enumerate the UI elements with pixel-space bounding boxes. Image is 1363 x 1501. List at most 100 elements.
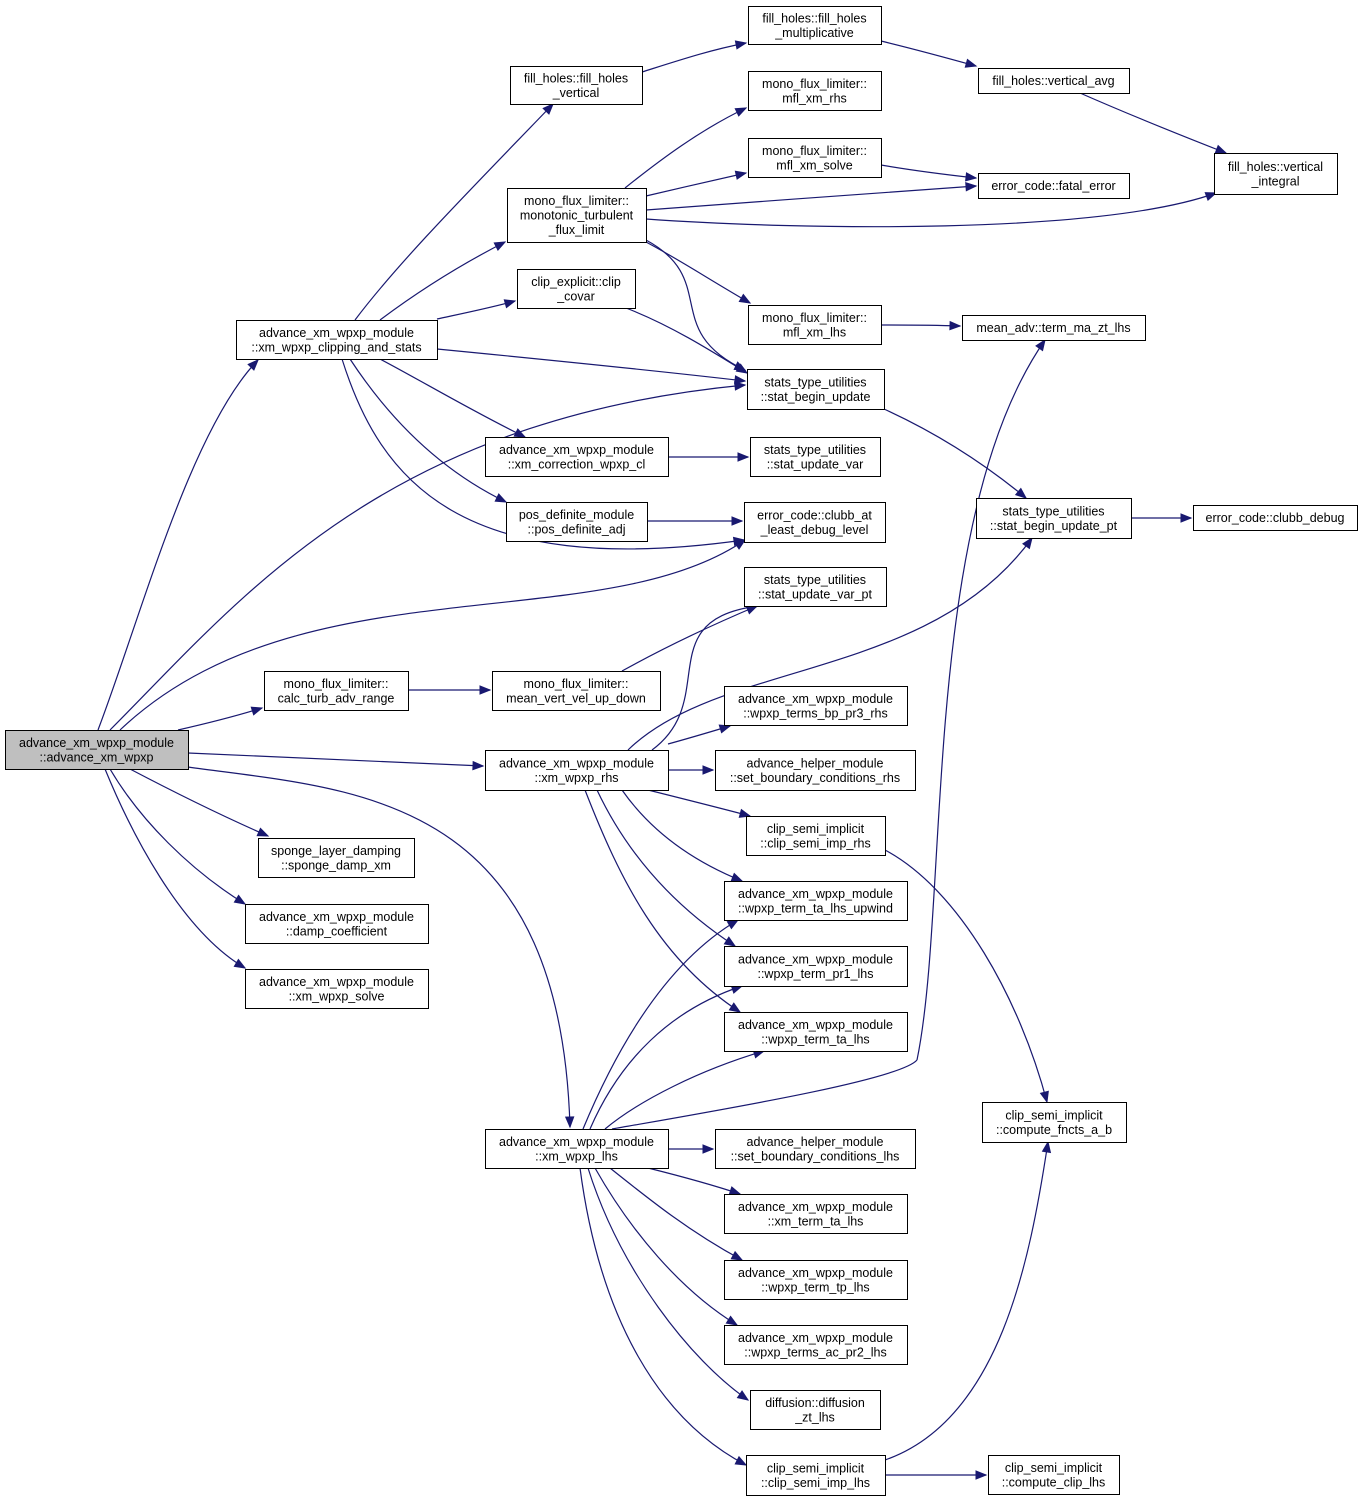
node-label-line: mean_adv::term_ma_zt_lhs — [976, 321, 1130, 335]
node-label-line: mono_flux_limiter:: — [524, 677, 629, 691]
node-label-line: advance_xm_wpxp_module — [738, 887, 893, 901]
node-fh_vertical[interactable]: fill_holes::fill_holes_vertical — [510, 66, 643, 105]
node-label-line: ::wpxp_terms_bp_pr3_rhs — [743, 706, 888, 720]
edge-fh_mult-to-fh_vavg — [880, 40, 978, 68]
node-mfl_xm_rhs[interactable]: mono_flux_limiter::mfl_xm_rhs — [748, 71, 882, 111]
node-label-line: ::stat_begin_update — [761, 390, 871, 404]
node-ac_pr2[interactable]: advance_xm_wpxp_module::wpxp_terms_ac_pr… — [724, 1325, 908, 1365]
node-label-line: _multiplicative — [774, 26, 854, 40]
node-clip_semi_rhs[interactable]: clip_semi_implicit::clip_semi_imp_rhs — [746, 816, 886, 856]
node-sponge[interactable]: sponge_layer_damping::sponge_damp_xm — [258, 838, 415, 878]
arrowhead-icon — [735, 363, 749, 374]
node-mfl_xm_solve[interactable]: mono_flux_limiter::mfl_xm_solve — [748, 138, 882, 178]
edge-clip_stats-to-stat_begin — [436, 348, 747, 385]
node-bp_pr3[interactable]: advance_xm_wpxp_module::wpxp_terms_bp_pr… — [724, 686, 908, 726]
node-clip_stats[interactable]: advance_xm_wpxp_module::xm_wpxp_clipping… — [236, 320, 438, 360]
edge-line — [645, 192, 1217, 228]
arrowhead-icon — [728, 1002, 742, 1013]
node-box — [258, 838, 415, 878]
arrowhead-icon — [1214, 144, 1228, 154]
node-label-line: ::stat_begin_update_pt — [990, 519, 1118, 533]
edge-line — [624, 107, 747, 189]
node-label-line: advance_xm_wpxp_module — [738, 1018, 893, 1032]
node-fh_mult[interactable]: fill_holes::fill_holes_multiplicative — [748, 6, 882, 45]
node-label-line: clip_semi_implicit — [767, 822, 865, 836]
node-box — [506, 502, 648, 542]
edge-calc_range-to-mean_vert — [407, 685, 492, 695]
node-box — [724, 1194, 908, 1234]
edge-root-to-xm_wpxp_lhs — [187, 766, 575, 1129]
node-calc_range[interactable]: mono_flux_limiter::calc_turb_adv_range — [264, 671, 409, 711]
node-label-line: ::clip_semi_imp_lhs — [761, 1476, 870, 1490]
arrowhead-icon — [1039, 1090, 1049, 1104]
edge-line — [97, 359, 259, 731]
node-label-line: pos_definite_module — [519, 508, 634, 522]
node-fatal_error[interactable]: error_code::fatal_error — [978, 173, 1130, 199]
node-damp_coef[interactable]: advance_xm_wpxp_module::damp_coefficient — [245, 904, 429, 944]
arrowhead-icon — [1204, 192, 1218, 202]
node-stat_update_var[interactable]: stats_type_utilities::stat_update_var — [750, 437, 881, 477]
edge-line — [604, 1050, 765, 1130]
node-stat_update_pt[interactable]: stats_type_utilities::stat_update_var_pt — [744, 567, 887, 607]
node-label-line: mono_flux_limiter:: — [284, 677, 389, 691]
edge-line — [641, 42, 747, 73]
arrowhead-icon — [736, 1390, 750, 1401]
edge-line — [587, 1167, 749, 1401]
node-ta_upwind[interactable]: advance_xm_wpxp_module::wpxp_term_ta_lhs… — [724, 881, 908, 921]
edge-clip_stats-to-clubb_at_least — [341, 358, 746, 550]
node-stat_begin_pt[interactable]: stats_type_utilities::stat_begin_update_… — [976, 498, 1132, 539]
arrowhead-icon — [731, 516, 744, 526]
node-fh_vint[interactable]: fill_holes::vertical_integral — [1214, 153, 1338, 195]
node-term_ma[interactable]: mean_adv::term_ma_zt_lhs — [962, 315, 1146, 341]
node-box — [978, 68, 1130, 94]
node-sbc_rhs[interactable]: advance_helper_module::set_boundary_cond… — [715, 750, 916, 791]
node-xm_wpxp_rhs[interactable]: advance_xm_wpxp_module::xm_wpxp_rhs — [485, 750, 669, 791]
arrowhead-icon — [718, 724, 732, 734]
node-ta_lhs[interactable]: advance_xm_wpxp_module::wpxp_term_ta_lhs — [724, 1012, 908, 1052]
node-clip_semi_lhs[interactable]: clip_semi_implicit::clip_semi_imp_lhs — [746, 1455, 886, 1496]
node-xm_ta[interactable]: advance_xm_wpxp_module::xm_term_ta_lhs — [724, 1194, 908, 1234]
node-pr1_lhs[interactable]: advance_xm_wpxp_module::wpxp_term_pr1_lh… — [724, 946, 908, 987]
edge-line — [645, 241, 751, 304]
node-diffusion[interactable]: diffusion::diffusion_zt_lhs — [750, 1390, 881, 1430]
arrowhead-icon — [734, 375, 747, 385]
node-stat_begin[interactable]: stats_type_utilities::stat_begin_update — [747, 369, 885, 410]
edge-xm_wpxp_rhs-to-stat_begin_pt — [627, 536, 1033, 751]
node-sbc_lhs[interactable]: advance_helper_module::set_boundary_cond… — [715, 1129, 916, 1169]
edge-mfl_xm_lhs-to-term_ma — [880, 320, 962, 331]
node-mono_turb[interactable]: mono_flux_limiter::monotonic_turbulent_f… — [507, 188, 647, 243]
node-fh_vavg[interactable]: fill_holes::vertical_avg — [978, 68, 1130, 94]
node-pos_def[interactable]: pos_definite_module::pos_definite_adj — [506, 502, 648, 542]
edge-line — [645, 239, 746, 371]
edge-line — [883, 408, 1027, 499]
node-mfl_xm_lhs[interactable]: mono_flux_limiter::mfl_xm_lhs — [748, 305, 882, 345]
arrowhead-icon — [250, 706, 264, 716]
node-label-line: ::damp_coefficient — [286, 924, 388, 938]
node-label-line: ::xm_wpxp_lhs — [535, 1149, 618, 1163]
node-clubb_debug[interactable]: error_code::clubb_debug — [1193, 505, 1358, 531]
edge-line — [109, 768, 246, 905]
node-fncts_ab[interactable]: clip_semi_implicit::compute_fncts_a_b — [982, 1102, 1127, 1143]
node-box — [744, 567, 887, 607]
node-xm_solve[interactable]: advance_xm_wpxp_module::xm_wpxp_solve — [245, 969, 429, 1009]
node-label-line: ::pos_definite_adj — [528, 522, 626, 536]
edge-pos_def-to-clubb_at_least — [646, 516, 744, 526]
node-label-line: advance_helper_module — [747, 756, 884, 770]
node-clip_lhs[interactable]: clip_semi_implicit::compute_clip_lhs — [988, 1455, 1120, 1495]
node-clubb_at_least[interactable]: error_code::clubb_at_least_debug_level — [744, 502, 886, 543]
node-root: advance_xm_wpxp_module::advance_xm_wpxp — [5, 730, 189, 770]
node-xm_wpxp_lhs[interactable]: advance_xm_wpxp_module::xm_wpxp_lhs — [485, 1129, 669, 1169]
node-label-line: ::xm_term_ta_lhs — [768, 1214, 864, 1228]
arrowhead-icon — [564, 1116, 575, 1129]
node-box — [750, 1390, 881, 1430]
node-label-line: advance_xm_wpxp_module — [738, 1200, 893, 1214]
node-xm_corr[interactable]: advance_xm_wpxp_module::xm_correction_wp… — [485, 437, 669, 477]
node-box — [715, 750, 916, 791]
node-mean_vert[interactable]: mono_flux_limiter::mean_vert_vel_up_down — [492, 671, 661, 711]
node-tp_lhs[interactable]: advance_xm_wpxp_module::wpxp_term_tp_lhs — [724, 1260, 908, 1300]
node-clip_covar[interactable]: clip_explicit::clip_covar — [517, 269, 636, 309]
node-label-line: ::wpxp_term_ta_lhs — [761, 1032, 869, 1046]
edge-xm_wpxp_rhs-to-clip_semi_rhs — [647, 789, 752, 818]
edge-line — [584, 789, 741, 1013]
node-label-line: _vertical — [552, 86, 600, 100]
